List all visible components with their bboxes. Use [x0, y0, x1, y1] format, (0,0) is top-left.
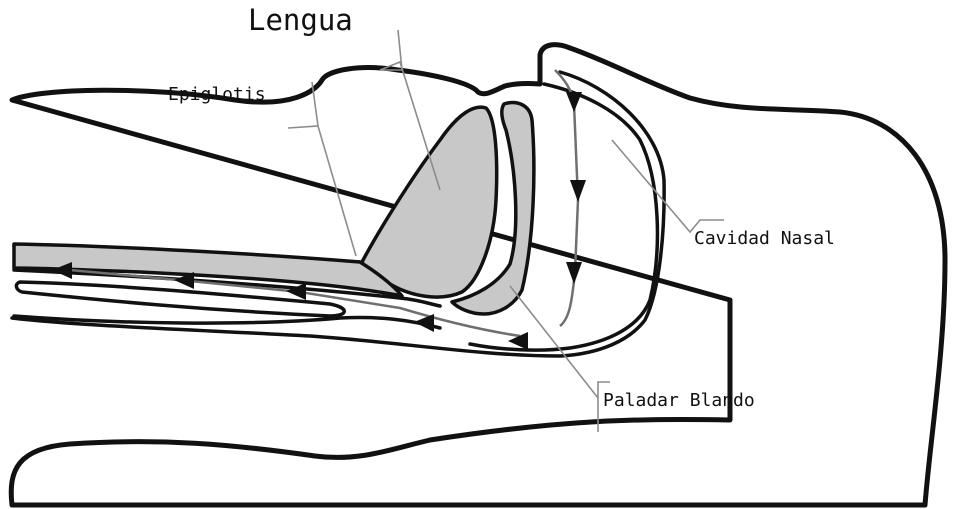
epiglottis-label: Epiglotis — [168, 84, 266, 105]
tongue-label: Lengua — [248, 3, 353, 37]
soft-palate-label: Paladar Blando — [603, 390, 755, 411]
nasal-cavity-label: Cavidad Nasal — [694, 228, 835, 249]
